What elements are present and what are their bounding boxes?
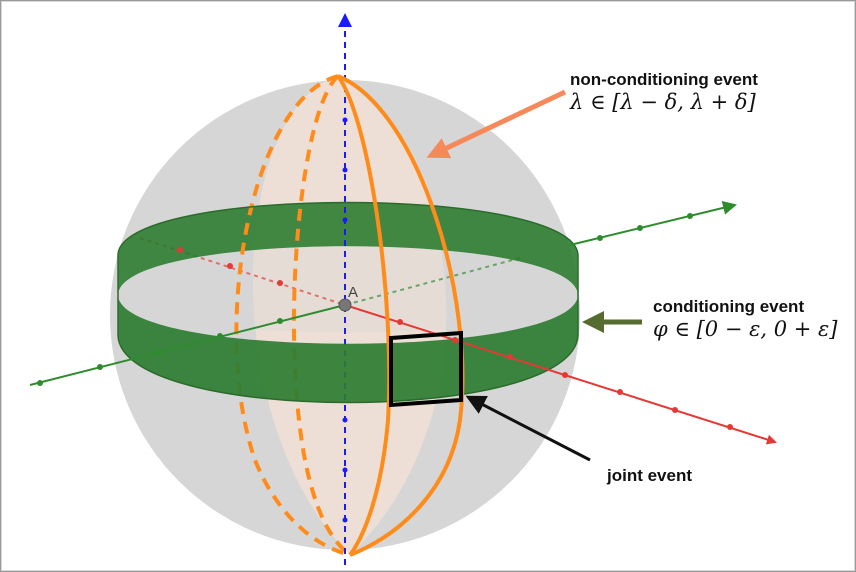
nonconditioning-label: non-conditioning event λ ∈ [λ − δ, λ + δ… (570, 70, 758, 114)
axis-dots (37, 117, 733, 523)
y-axis-front-right (569, 201, 737, 246)
band-bottom-edge (117, 334, 579, 404)
conditioning-label: conditioning event φ ∈ [0 − ε, 0 + ε] (653, 297, 838, 341)
origin-label: A (348, 284, 358, 301)
band-inner-shadow (118, 246, 578, 333)
conditioning-title: conditioning event (653, 297, 805, 316)
x-axis-front (344, 304, 777, 445)
y-axis-front-left (29, 304, 346, 386)
nonconditioning-formula: λ ∈ [λ − δ, λ + δ] (570, 90, 756, 114)
joint-arrow (465, 395, 591, 462)
joint-title: joint event (607, 466, 693, 485)
joint-label: joint event (607, 466, 692, 486)
nonconditioning-title: non-conditioning event (570, 70, 758, 89)
joint-event-box (389, 330, 463, 408)
band-back (118, 202, 578, 295)
y-axis-back (344, 257, 521, 306)
nonconditioning-arrow (426, 89, 567, 159)
conditioning-formula: φ ∈ [0 − ε, 0 + ε] (653, 317, 838, 341)
origin-point (338, 298, 352, 312)
band-top-edge (117, 201, 579, 256)
